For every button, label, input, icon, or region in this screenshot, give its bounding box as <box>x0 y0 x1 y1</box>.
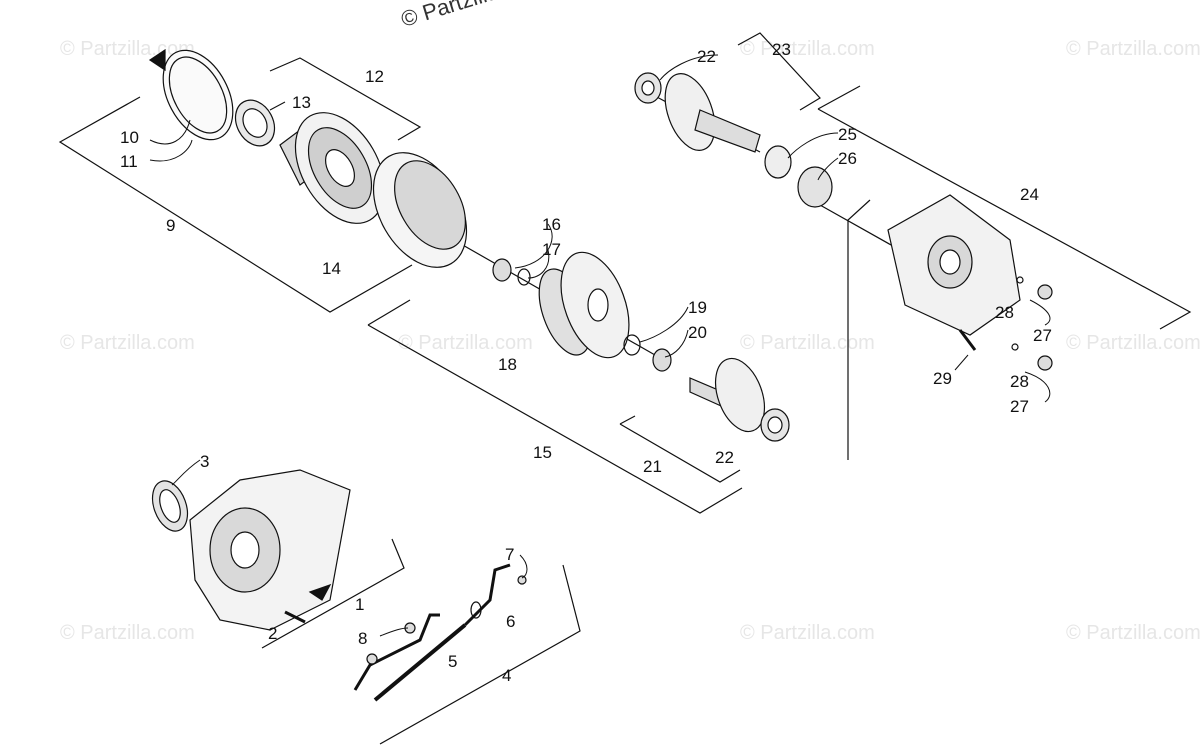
callout-11: 11 <box>120 152 138 171</box>
watermark: © Partzilla.com <box>740 38 875 60</box>
washer-part <box>492 258 512 282</box>
bearing-part <box>797 166 833 208</box>
clutch-basket-part <box>372 152 468 268</box>
callout-22: 22 <box>697 47 716 66</box>
callout-5: 5 <box>448 652 457 671</box>
callout-17: 17 <box>542 240 561 259</box>
washer-part <box>517 268 531 286</box>
callout-12: 12 <box>365 67 384 86</box>
callout-leaders <box>149 54 1051 637</box>
gear-shaft-part <box>634 72 761 153</box>
callout-18: 18 <box>498 355 517 374</box>
watermark: © Partzilla.com <box>1066 622 1200 644</box>
clutch-drum-part <box>279 112 386 224</box>
watermark: © Partzilla.com <box>740 332 875 354</box>
seal-part <box>764 145 792 179</box>
watermark: © Partzilla.com <box>398 332 533 354</box>
watermark: © Partzilla.com <box>60 622 195 644</box>
callout-20: 20 <box>688 323 707 342</box>
housing-cover-part <box>887 194 1021 336</box>
callout-6: 6 <box>506 612 515 631</box>
callout-19: 19 <box>688 298 707 317</box>
callout-14: 14 <box>322 259 341 278</box>
callout-22: 22 <box>715 448 734 467</box>
housing-part <box>151 469 351 631</box>
snap-ring-part <box>148 48 234 141</box>
callout-7: 7 <box>505 545 514 564</box>
callout-24: 24 <box>1020 185 1039 204</box>
callout-labels: 1 2 3 4 5 6 7 8 9 10 11 12 13 14 15 16 1… <box>120 40 1052 685</box>
seal-part <box>234 99 276 147</box>
washer-part <box>652 348 672 372</box>
callout-27: 27 <box>1033 326 1052 345</box>
gear-pack-part <box>538 251 630 359</box>
callout-13: 13 <box>292 93 311 112</box>
callout-23: 23 <box>772 40 791 59</box>
watermark: © Partzilla.com <box>1066 332 1200 354</box>
callout-21: 21 <box>643 457 662 476</box>
callout-3: 3 <box>200 452 209 471</box>
bearing-part <box>623 334 641 356</box>
shift-shaft-part <box>353 563 527 702</box>
callout-8: 8 <box>358 629 367 648</box>
callout-27: 27 <box>1010 397 1029 416</box>
fastener-part <box>958 276 1053 371</box>
callout-28: 28 <box>1010 372 1029 391</box>
callout-1: 1 <box>355 595 364 614</box>
callout-28: 28 <box>995 303 1014 322</box>
callout-15: 15 <box>533 443 552 462</box>
callout-10: 10 <box>120 128 139 147</box>
callout-26: 26 <box>838 149 857 168</box>
watermark: © Partzilla.com <box>740 622 875 644</box>
callout-2: 2 <box>268 624 277 643</box>
gear-shaft-part <box>689 357 790 442</box>
callout-25: 25 <box>838 125 857 144</box>
callout-4: 4 <box>502 666 511 685</box>
callout-9: 9 <box>166 216 175 235</box>
watermark: © Partzilla.com <box>1066 38 1200 60</box>
watermark: © Partzilla.com <box>60 332 195 354</box>
bracket-lines <box>58 32 1192 745</box>
callout-16: 16 <box>542 215 561 234</box>
callout-29: 29 <box>933 369 952 388</box>
